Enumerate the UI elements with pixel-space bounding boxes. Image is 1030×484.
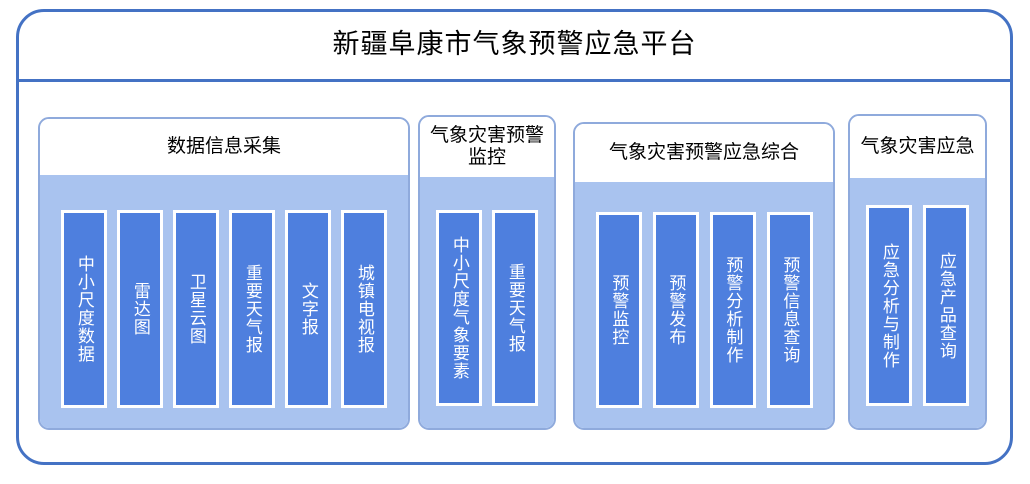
platform-title-bar: 新疆阜康市气象预警应急平台 [16, 9, 1013, 82]
group-header: 气象灾害预警应急综合 [575, 124, 833, 182]
card-label: 雷达图 [130, 282, 150, 336]
card-item[interactable]: 卫星云图 [173, 210, 219, 408]
card-label: 应急分析与制作 [879, 242, 899, 369]
card-label: 预警监控 [609, 274, 629, 346]
group-header: 气象灾害预警监控 [420, 117, 554, 177]
group-title: 气象灾害预警监控 [429, 124, 544, 168]
card-label: 文字报 [298, 282, 318, 336]
card-label: 预警信息查询 [780, 256, 800, 364]
card-item[interactable]: 预警分析制作 [709, 212, 756, 408]
group-disaster-emergency[interactable]: 气象灾害应急 应急分析与制作 应急产品查询 [848, 114, 987, 430]
group-header: 数据信息采集 [40, 119, 408, 175]
card-item[interactable]: 文字报 [285, 210, 331, 408]
page-title: 新疆阜康市气象预警应急平台 [332, 28, 697, 59]
group-header: 气象灾害应急 [850, 116, 985, 178]
group-data-collection[interactable]: 数据信息采集 中小尺度数据 雷达图 卫星云图 重要天气报 文字报 城镇电视报 [38, 117, 410, 430]
group-warning-emergency-integrated[interactable]: 气象灾害预警应急综合 预警监控 预警发布 预警分析制作 预警信息查询 [573, 122, 835, 430]
card-item[interactable]: 雷达图 [117, 210, 163, 408]
group-title: 数据信息采集 [166, 135, 281, 157]
card-item[interactable]: 城镇电视报 [341, 210, 387, 408]
card-label: 城镇电视报 [354, 264, 374, 354]
card-item[interactable]: 预警发布 [652, 212, 699, 408]
group-title: 气象灾害应急 [860, 135, 975, 157]
card-item[interactable]: 预警监控 [595, 212, 642, 408]
card-item[interactable]: 预警信息查询 [766, 212, 813, 408]
card-label: 重要天气报 [242, 264, 262, 354]
card-label: 预警发布 [666, 274, 686, 346]
card-item[interactable]: 中小尺度气象要素 [436, 210, 482, 406]
group-body: 预警监控 预警发布 预警分析制作 预警信息查询 [575, 182, 833, 428]
card-label: 应急产品查询 [936, 251, 956, 360]
card-item[interactable]: 重要天气报 [229, 210, 275, 408]
platform-outer-frame [16, 9, 1013, 465]
card-item[interactable]: 重要天气报 [492, 210, 538, 406]
card-label: 卫星云图 [186, 273, 206, 345]
card-label: 重要天气报 [505, 263, 525, 353]
card-item[interactable]: 应急产品查询 [923, 205, 969, 406]
group-body: 中小尺度气象要素 重要天气报 [420, 177, 554, 428]
group-disaster-warning-monitor[interactable]: 气象灾害预警监控 中小尺度气象要素 重要天气报 [418, 115, 556, 430]
group-body: 应急分析与制作 应急产品查询 [850, 178, 985, 428]
card-item[interactable]: 中小尺度数据 [61, 210, 107, 408]
card-label: 中小尺度气象要素 [449, 236, 469, 380]
group-body: 中小尺度数据 雷达图 卫星云图 重要天气报 文字报 城镇电视报 [40, 175, 408, 428]
group-title: 气象灾害预警应急综合 [608, 141, 799, 163]
card-label: 中小尺度数据 [74, 255, 94, 363]
card-item[interactable]: 应急分析与制作 [866, 205, 912, 406]
card-label: 预警分析制作 [723, 256, 743, 364]
